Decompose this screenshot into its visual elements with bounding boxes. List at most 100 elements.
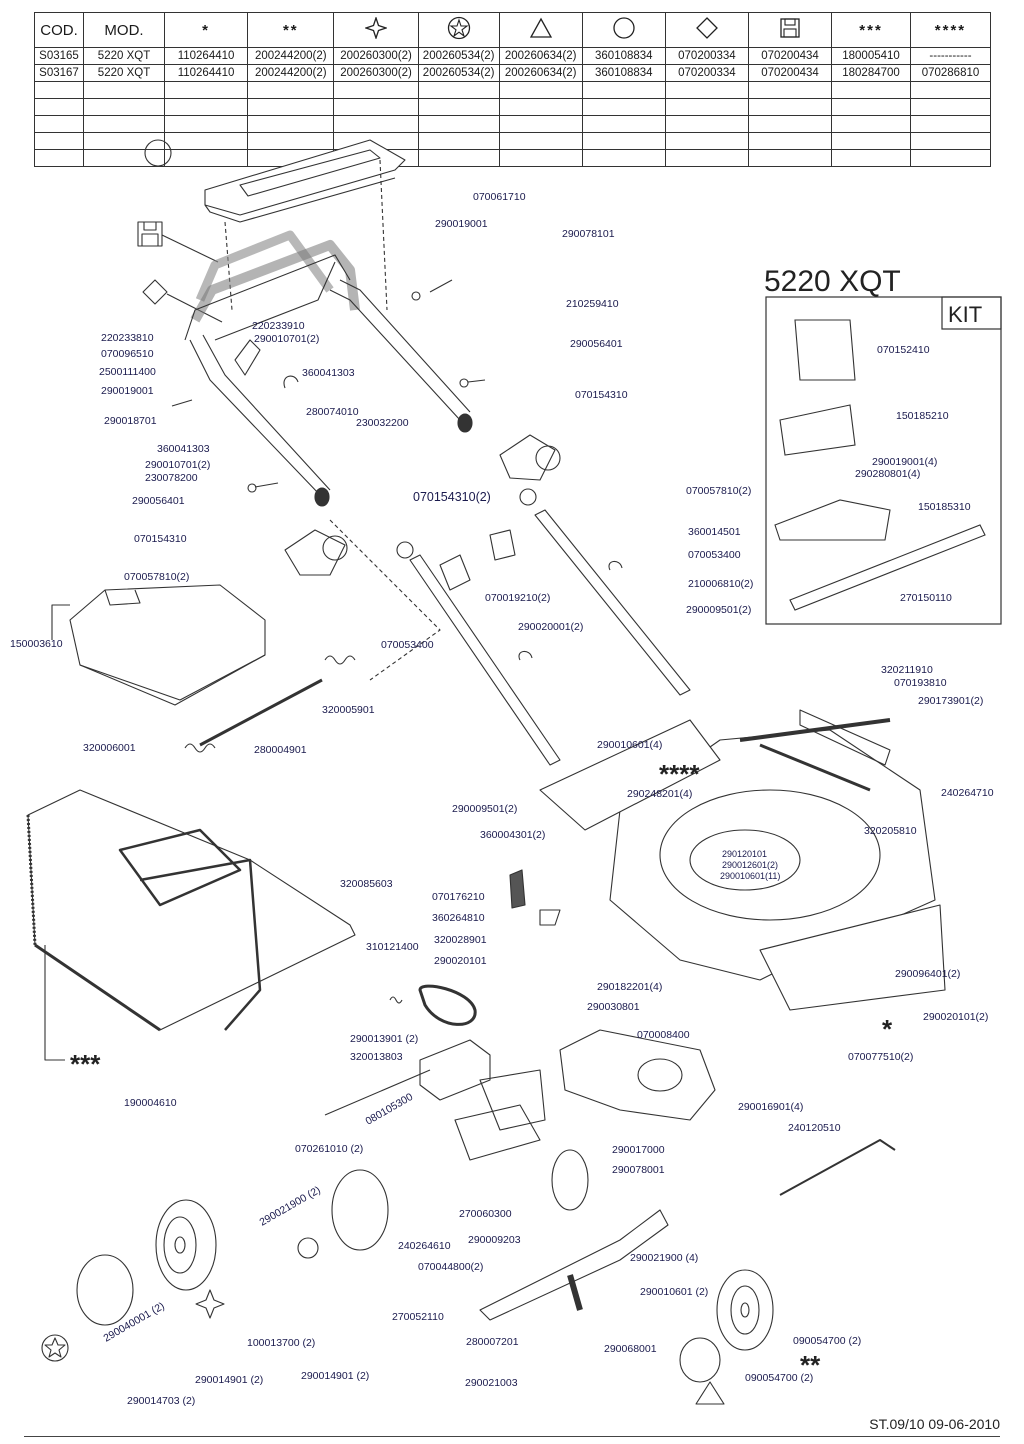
plug-part — [396, 541, 414, 559]
part-label: 290014901 (2) — [195, 1374, 263, 1386]
part-label: 290012601(2) — [722, 860, 778, 870]
kit-deflector-part — [794, 319, 856, 381]
part-label: 090054700 (2) — [745, 1372, 813, 1384]
gear-pinion-part — [297, 1237, 319, 1259]
part-label: 150003610 — [10, 638, 63, 650]
part-label: 070044800(2) — [418, 1261, 483, 1273]
part-label: 070176210 — [432, 891, 485, 903]
marker-two-star: ** — [800, 1350, 821, 1380]
header-diamond-icon — [664, 12, 749, 48]
plug-part — [519, 488, 537, 506]
model-title: 5220 XQT — [764, 265, 901, 298]
table-row: S03165 5220 XQT 110264410 200244200(2) 2… — [33, 47, 992, 65]
guide-line — [329, 519, 441, 681]
grass-catcher-lid-part — [69, 584, 266, 706]
part-label: 320085603 — [340, 878, 393, 890]
kit-part-label: 290019001(4) — [872, 456, 937, 468]
table-row: S03167 5220 XQT 110264410 200244200(2) 2… — [33, 64, 992, 82]
table-cell: 200260634(2) — [498, 64, 583, 82]
marker-four-star: **** — [659, 759, 700, 789]
clip-part — [283, 375, 299, 389]
part-label: 290020001(2) — [518, 621, 583, 633]
part-label: 290009501(2) — [686, 604, 751, 616]
kit-plate-part — [774, 499, 891, 541]
part-label: 290078101 — [562, 228, 615, 240]
rear-wheel-left-part — [155, 1199, 217, 1291]
spring-part — [324, 655, 356, 665]
part-label: 320005901 — [322, 704, 375, 716]
knob-part — [489, 529, 516, 561]
cable-adjuster-part — [499, 434, 561, 481]
part-label: 070154310 — [575, 389, 628, 401]
cover-circle-marker-icon — [144, 139, 172, 167]
part-label: 240264610 — [398, 1240, 451, 1252]
part-label: 290014703 (2) — [127, 1395, 195, 1407]
part-label: 320211910 — [881, 664, 933, 676]
part-label: 2500111400 — [99, 366, 156, 378]
axle-bracket-part — [454, 1104, 541, 1161]
leader-line — [51, 604, 70, 640]
part-label: 360014501 — [688, 526, 741, 538]
leader-line — [161, 234, 219, 263]
rear-flap-rod-part — [739, 718, 891, 742]
marker-one-star: * — [882, 1014, 893, 1044]
part-label: 320205810 — [864, 825, 917, 837]
blade-bolt-part — [567, 1274, 583, 1311]
hub-cap-part — [679, 1337, 721, 1383]
part-label: 270052110 — [392, 1311, 444, 1323]
clip-part — [518, 650, 533, 661]
kit-box — [765, 296, 1002, 625]
part-label: 290030801 — [587, 1001, 640, 1013]
part-label: 290248201(4) — [627, 788, 692, 800]
part-label: 320028901 — [434, 934, 487, 946]
kit-title: KIT — [948, 302, 982, 327]
part-label: 070096510 — [101, 348, 154, 360]
table-row-empty — [33, 81, 992, 99]
part-label: 220233810 — [101, 332, 154, 344]
part-label: 290078001 — [612, 1164, 665, 1176]
bracket-part — [539, 909, 561, 926]
part-label: 360264810 — [432, 912, 485, 924]
part-label: 290120101 — [722, 849, 767, 859]
header-cod: COD. — [33, 12, 85, 48]
table-row-empty — [33, 149, 992, 167]
table-cell: 180284700 — [831, 64, 911, 82]
part-label: 290010601 (2) — [640, 1286, 708, 1298]
kit-part-label: 150185310 — [918, 501, 971, 513]
part-label: 240120510 — [788, 1122, 841, 1134]
header-star4: **** — [909, 12, 992, 48]
part-label: 070008400 — [637, 1029, 690, 1041]
grass-bag-part — [26, 789, 356, 1032]
part-label: 360004301(2) — [480, 829, 545, 841]
circled-star-marker-icon — [41, 1334, 69, 1362]
handle-knob-part — [314, 487, 330, 507]
part-label: 070019210(2) — [485, 592, 550, 604]
part-label: 290021900 (2) — [258, 1184, 323, 1229]
part-label: 070077510(2) — [848, 1051, 913, 1063]
gearbox-part — [324, 1039, 491, 1116]
triangle-marker-icon — [695, 1381, 725, 1405]
parts-code-table: COD. MOD. * ** *** **** S03165 5220 XQT … — [33, 12, 992, 167]
part-label: 070053400 — [688, 549, 741, 561]
part-label: 290068001 — [604, 1343, 657, 1355]
four-point-star-marker-icon — [195, 1289, 225, 1319]
part-label: 210006810(2) — [688, 578, 753, 590]
part-label: 290096401(2) — [895, 968, 960, 980]
part-label: 320013803 — [350, 1051, 403, 1063]
bolt-part — [411, 279, 453, 301]
part-label: 230078200 — [145, 472, 198, 484]
mower-deck-part — [539, 719, 946, 1011]
part-label: 080105300 — [364, 1091, 416, 1128]
part-label: 070057810(2) — [686, 485, 751, 497]
part-label: 290010601(4) — [597, 739, 662, 751]
bolt-part — [459, 378, 486, 388]
kit-part-label: 270150110 — [900, 592, 952, 604]
part-label: 280074010 — [306, 406, 359, 418]
kit-seal-part — [779, 404, 856, 456]
part-label: 290021900 (4) — [630, 1252, 698, 1264]
upper-handle-part — [184, 230, 471, 496]
diamond-marker-icon — [142, 279, 168, 305]
gear-housing-part — [479, 1069, 546, 1131]
lever-part — [509, 869, 526, 909]
